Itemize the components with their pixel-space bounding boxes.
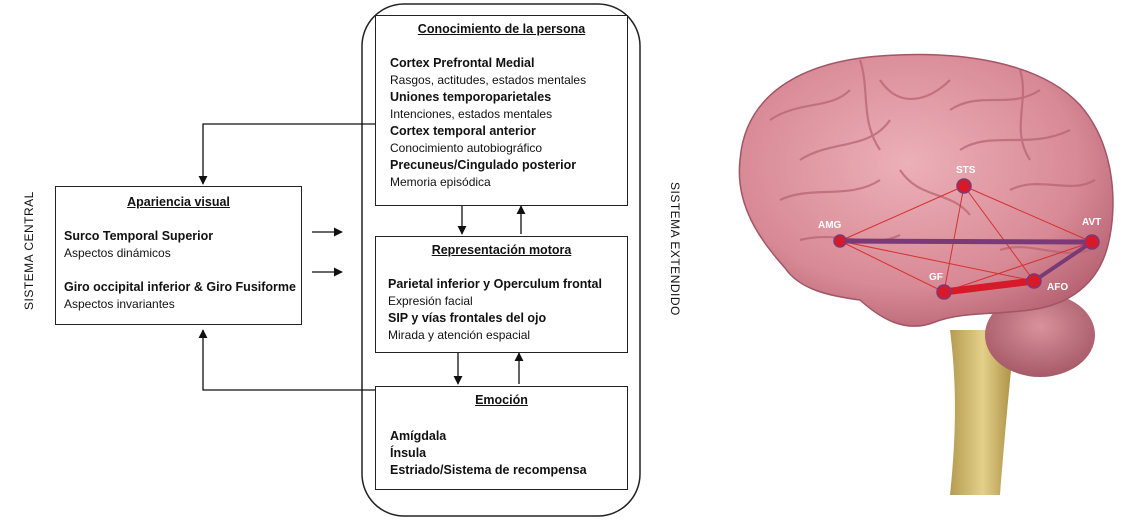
brainstem-shape <box>950 330 1015 495</box>
person-line-3: Intenciones, estados mentales <box>390 107 553 121</box>
person-line-5: Conocimiento autobiográfico <box>390 141 543 155</box>
label-amg: AMG <box>818 220 842 231</box>
node-avt <box>1084 234 1100 250</box>
person-knowledge-title: Conocimiento de la persona <box>417 22 586 36</box>
visual-line-0: Surco Temporal Superior <box>64 229 214 243</box>
arrow-person-to-visual <box>198 123 375 185</box>
arrow-emotion-to-visual <box>198 329 375 391</box>
person-line-7: Memoria episódica <box>390 175 491 189</box>
extended-system-label: SISTEMA EXTENDIDO <box>668 182 682 316</box>
extended-system-container <box>361 3 641 517</box>
visual-appearance-box: Apariencia visual Surco Temporal Superio… <box>55 186 302 325</box>
thin-connections <box>839 185 1093 293</box>
node-sts <box>956 178 972 194</box>
brain-illustration: STS AMG AVT GF AFO <box>738 53 1114 495</box>
link-gf-afo <box>943 277 1035 296</box>
motor-line-2: SIP y vías frontales del ojo <box>388 311 547 325</box>
motor-representation-box: Representación motora Parietal inferior … <box>375 236 628 353</box>
person-line-0: Cortex Prefrontal Medial <box>390 56 535 70</box>
visual-line-1: Aspectos dinámicos <box>64 246 171 260</box>
person-line-2: Uniones temporoparietales <box>390 90 552 104</box>
motor-representation-title: Representación motora <box>431 243 572 257</box>
link-amg-avt <box>839 238 1093 245</box>
motor-line-1: Expresión facial <box>388 294 473 308</box>
motor-line-3: Mirada y atención espacial <box>388 328 531 342</box>
emotion-title: Emoción <box>475 393 528 407</box>
label-afo: AFO <box>1047 282 1068 293</box>
visual-line-3: Aspectos invariantes <box>64 297 175 311</box>
label-avt: AVT <box>1082 217 1101 228</box>
motor-line-0: Parietal inferior y Operculum frontal <box>388 277 602 291</box>
visual-line-2: Giro occipital inferior & Giro Fusiforme <box>64 280 296 294</box>
label-gf: GF <box>929 272 943 283</box>
person-line-6: Precuneus/Cingulado posterior <box>390 158 577 172</box>
central-system-label: SISTEMA CENTRAL <box>22 191 36 310</box>
label-sts: STS <box>956 165 976 176</box>
emotion-line-0: Amígdala <box>390 429 447 443</box>
node-gf <box>936 284 952 300</box>
link-afo-avt <box>1032 240 1094 283</box>
emotion-box: Emoción Amígdala Ínsula Estriado/Sistema… <box>375 386 628 490</box>
person-knowledge-box: Conocimiento de la persona Cortex Prefro… <box>375 15 628 206</box>
emotion-line-2: Estriado/Sistema de recompensa <box>390 463 587 477</box>
emotion-line-1: Ínsula <box>390 446 427 460</box>
person-line-1: Rasgos, actitudes, estados mentales <box>390 73 587 87</box>
node-afo <box>1026 273 1042 289</box>
person-line-4: Cortex temporal anterior <box>390 124 536 138</box>
node-amg <box>833 234 847 248</box>
visual-appearance-title: Apariencia visual <box>127 195 230 209</box>
cerebellum-shape <box>985 293 1095 377</box>
